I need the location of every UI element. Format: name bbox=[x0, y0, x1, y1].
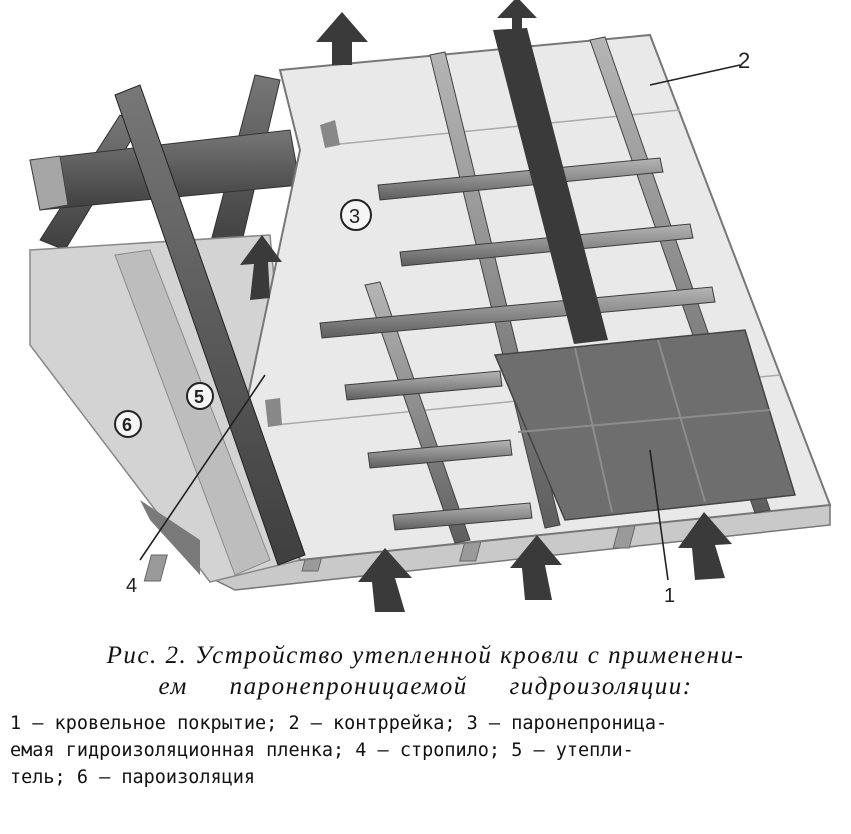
arrow-left-middle-icon bbox=[240, 235, 282, 300]
legend-line-1: 1 – кровельное покрытие; 2 – контррейка;… bbox=[10, 713, 668, 734]
arrow-top-left-icon bbox=[316, 12, 368, 65]
insulation-strip bbox=[114, 249, 271, 576]
arrow-top-center-icon bbox=[497, 0, 537, 42]
gable-shadow bbox=[140, 500, 200, 575]
caption-title-line-2: ем паронепроницаемой гидроизоляции: bbox=[158, 673, 693, 700]
label-6: 6 bbox=[122, 415, 132, 435]
legend-line-3: тель; 6 – пароизоляция bbox=[10, 767, 256, 788]
arrow-bottom-2-icon bbox=[510, 535, 562, 600]
caption-title: Рис. 2. Устройство утепленной кровли с п… bbox=[0, 640, 851, 702]
roof-diagram-svg: 2 4 1 3 5 6 bbox=[29, 0, 832, 612]
arrow-bottom-3-icon bbox=[678, 512, 732, 580]
ridge-beam-end bbox=[29, 155, 69, 211]
caption-title-line-1: Рис. 2. Устройство утепленной кровли с п… bbox=[106, 642, 745, 669]
label-1: 1 bbox=[664, 585, 675, 607]
label-5-circle: 5 bbox=[186, 382, 214, 410]
airflow-arrows bbox=[240, 0, 732, 612]
label-6-circle: 6 bbox=[114, 410, 142, 438]
figure-caption: Рис. 2. Устройство утепленной кровли с п… bbox=[0, 640, 851, 791]
label-3-circle: 3 bbox=[340, 199, 372, 231]
arrow-stripe bbox=[493, 28, 608, 344]
label-5: 5 bbox=[194, 387, 204, 407]
label-4: 4 bbox=[126, 575, 137, 597]
legend-line-2: емая гидроизоляционная пленка; 4 – строп… bbox=[10, 740, 634, 761]
roof-diagram: 2 4 1 3 5 6 bbox=[29, 0, 832, 612]
label-2: 2 bbox=[738, 48, 750, 73]
leader-lines bbox=[139, 64, 741, 581]
label-3: 3 bbox=[349, 206, 360, 228]
roof-battens bbox=[319, 157, 716, 531]
roof-covering-tiles bbox=[493, 329, 796, 521]
caption-legend: 1 – кровельное покрытие; 2 – контррейка;… bbox=[10, 710, 845, 791]
arrow-bottom-1-icon bbox=[358, 548, 412, 612]
front-rafter bbox=[114, 84, 306, 566]
membrane-fold-top bbox=[320, 120, 340, 148]
membrane-fold-bottom bbox=[265, 398, 282, 427]
